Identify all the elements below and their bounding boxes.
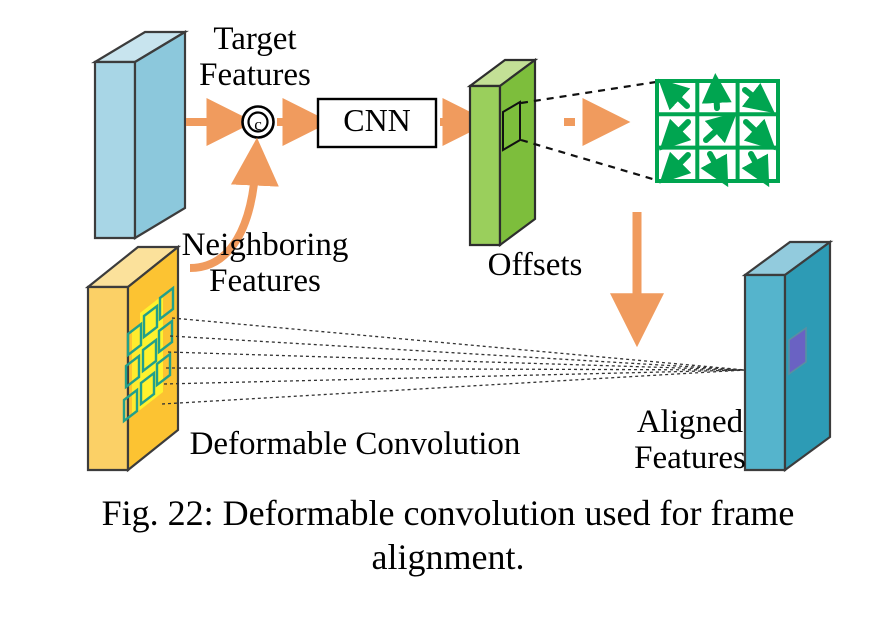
block-aligned-features [741, 239, 834, 473]
sampling-ray-3 [167, 351, 746, 371]
label-aligned-features: Aligned Features [634, 404, 746, 476]
concat-node: c [241, 105, 275, 139]
offset-arrow-1-2 [743, 118, 776, 151]
sampling-ray-6 [161, 369, 746, 405]
target-features-side-face [93, 60, 137, 240]
offset-grid [655, 73, 780, 188]
label-deformable-convolution: Deformable Convolution [189, 426, 521, 462]
block-target-features [91, 30, 189, 240]
label-offsets: Offsets [487, 247, 583, 283]
arrow-neighboring-to-concat [189, 137, 279, 272]
offset-arrow-2-0 [659, 151, 692, 184]
sampling-ray-2 [169, 335, 746, 371]
label-cnn: CNN [343, 102, 411, 138]
offset-arrow-0-0 [658, 78, 691, 111]
aligned-features-front-face [783, 239, 832, 473]
offsets-sample-square [502, 100, 521, 152]
sampling-rays [161, 317, 746, 405]
label-neighboring-features: Neighboring Features [181, 227, 349, 299]
figure-caption: Fig. 22: Deformable convolution used for… [18, 492, 878, 580]
neighboring-features-side-face [86, 285, 130, 472]
label-target-features: Target Features [199, 21, 311, 93]
offset-arrow-0-2 [741, 82, 775, 114]
caption-line-2: alignment. [371, 536, 525, 577]
offsets-to-grid-guides [520, 80, 657, 182]
offset-arrow-1-1 [703, 111, 738, 144]
offset-grid-arrows [658, 73, 776, 188]
offsets-side-face [468, 84, 502, 247]
caption-line-1: Fig. 22: Deformable convolution used for… [101, 493, 795, 533]
cnn-box [316, 97, 438, 149]
sampling-ray-1 [171, 317, 746, 371]
aligned-features-highlight-cell [788, 326, 807, 376]
sampling-ray-5 [163, 369, 746, 385]
sampling-ray-4 [165, 367, 746, 371]
offset-arrow-2-2 [741, 151, 770, 188]
offset-arrow-2-1 [700, 151, 729, 188]
deformable-sampling-cells [122, 285, 175, 424]
offsets-front-face [498, 57, 537, 248]
offset-arrow-0-1 [701, 73, 732, 111]
target-features-front-face [133, 30, 187, 240]
concat-symbol-text: c [254, 115, 262, 134]
block-neighboring-features [84, 244, 182, 473]
offset-arrow-1-0 [659, 118, 692, 151]
block-offsets [466, 57, 539, 248]
